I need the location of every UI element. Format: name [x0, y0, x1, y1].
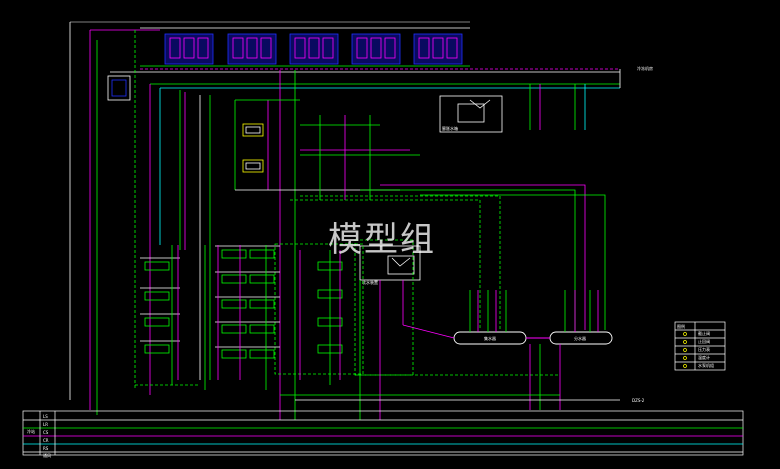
legend-item-4: 温度计	[698, 354, 710, 360]
tank-left-label: 集水器	[484, 335, 496, 341]
collector-branches	[359, 280, 599, 420]
softener-label: 软水装置	[362, 279, 378, 285]
left-risers	[69, 22, 296, 420]
chiller-unit-2	[227, 33, 277, 65]
expansion-tank-label: 膨胀水箱	[442, 125, 458, 131]
legend-item-3: 压力表	[698, 346, 710, 352]
chiller-unit-5	[413, 33, 463, 65]
chiller-unit-1	[164, 33, 214, 65]
table-row-2: LR	[43, 422, 48, 427]
chiller-unit-3	[289, 33, 339, 65]
watermark-text: 模型组	[328, 220, 436, 260]
legend-item-2: 止回阀	[698, 338, 710, 344]
table-header-2: 通风	[43, 452, 51, 458]
dashed-loop	[290, 184, 606, 330]
legend-item-1: 截止阀	[698, 330, 710, 336]
legend-title: 图例	[677, 323, 685, 329]
table-row-5: RS	[43, 446, 49, 451]
legend-item-5: 水泵机组	[698, 362, 714, 368]
bottom-table	[22, 410, 744, 456]
table-row-4: CR	[43, 438, 49, 443]
softener-unit	[359, 245, 421, 281]
collector-tanks	[453, 331, 613, 345]
chiller-units	[164, 33, 463, 65]
table-row-1: LS	[43, 414, 48, 419]
tank-right-label: 分水器	[574, 335, 586, 341]
drawing-number: DZS-2	[632, 398, 645, 403]
bottom-return	[280, 394, 620, 401]
chiller-header-pipes	[70, 21, 620, 89]
table-row-3: CS	[43, 430, 49, 435]
pump-room-outline	[274, 239, 560, 376]
left-equipment-box	[107, 75, 131, 101]
expansion-tank	[439, 95, 503, 133]
table-header-1: 冷站	[27, 428, 35, 434]
chiller-unit-4	[351, 33, 401, 65]
right-risers	[529, 69, 621, 130]
legend	[674, 321, 726, 371]
pump-groups	[135, 245, 343, 390]
label-top-right: 冷冻机房	[637, 65, 653, 71]
